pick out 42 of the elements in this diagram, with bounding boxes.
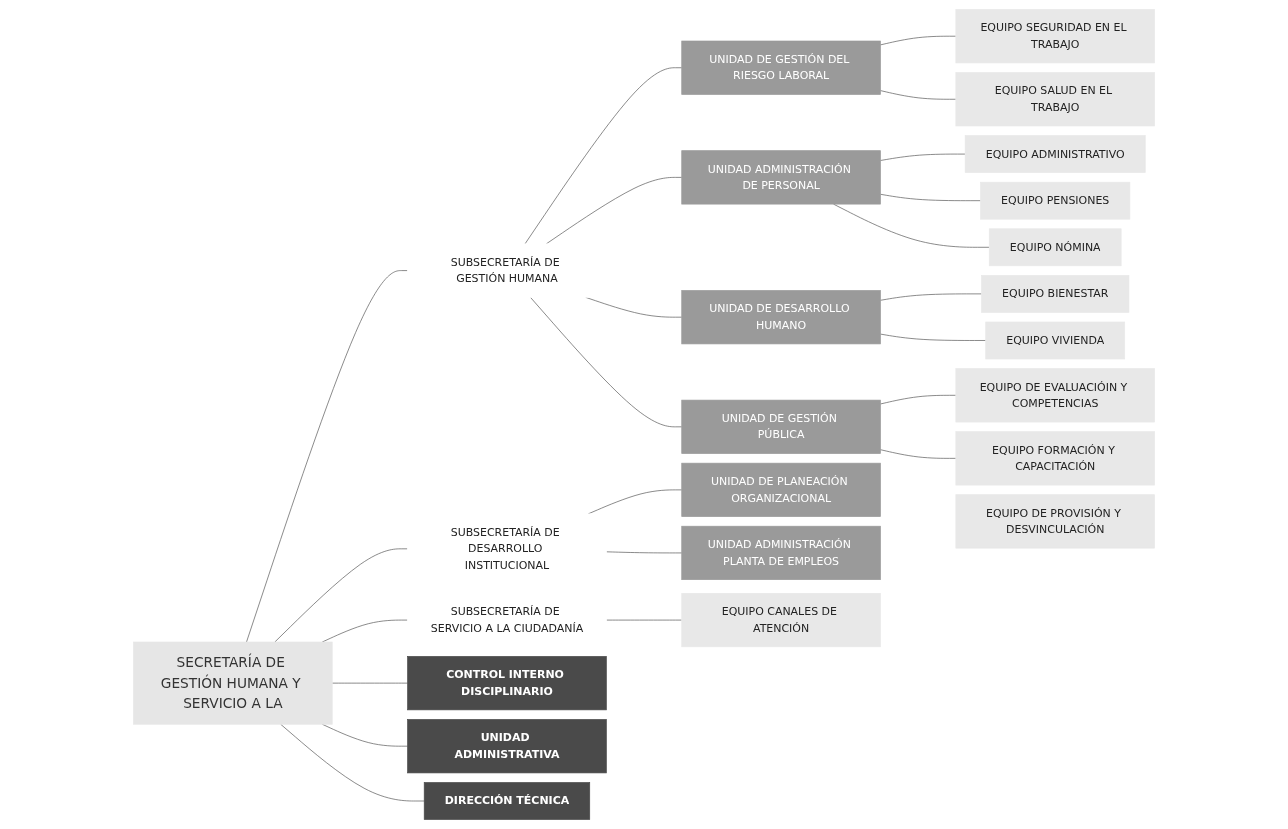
node-box: UNIDAD DE GESTIÓN DEL RIESGO LABORAL: [681, 40, 881, 95]
connector: [880, 90, 957, 100]
node-box: DIRECCIÓN TÉCNICA: [423, 782, 591, 820]
connector: [880, 193, 981, 202]
node-box: UNIDAD DE GESTIÓN PÚBLICA: [681, 399, 881, 454]
node-box: EQUIPO BIENESTAR: [981, 275, 1130, 313]
node-box: UNIDAD ADMINISTRACIÓN DE PERSONAL: [681, 150, 881, 205]
node-box: EQUIPO DE EVALUACIÓIN Y COMPETENCIAS: [955, 368, 1155, 423]
node-box: UNIDAD ADMINISTRATIVA: [407, 719, 607, 774]
node-box: EQUIPO NÓMINA: [988, 228, 1122, 267]
node-box: UNIDAD DE DESARROLLO HUMANO: [681, 290, 881, 345]
node-box: EQUIPO SALUD EN EL TRABAJO: [955, 72, 1155, 127]
node-text: SUBSECRETARÍA DE GESTIÓN HUMANA: [450, 255, 560, 285]
connector: [280, 723, 425, 802]
connector: [321, 619, 408, 643]
connector: [530, 296, 683, 428]
connector: [524, 67, 683, 245]
connector: [605, 551, 683, 554]
connector: [545, 177, 683, 245]
node-box: EQUIPO ADMINISTRATIVO: [964, 135, 1146, 173]
connector: [331, 682, 408, 684]
connector: [880, 153, 966, 161]
node-box: EQUIPO FORMACIÓN Y CAPACITACIÓN: [955, 431, 1155, 486]
connector: [880, 394, 957, 405]
node-box: EQUIPO SEGURIDAD EN EL TRABAJO: [955, 9, 1155, 64]
connector: [880, 449, 957, 459]
node-box: SECRETARÍA DE GESTIÓN HUMANA Y SERVICIO A LA: [133, 641, 333, 725]
connector: [880, 293, 982, 301]
connector: [274, 548, 408, 643]
node-text: SUBSECRETARÍA DE SERVICIO A LA CIUDADANÍA: [430, 605, 584, 635]
node-box: EQUIPO VIVIENDA: [985, 321, 1126, 360]
node-box: EQUIPO PENSIONES: [980, 181, 1131, 220]
connector: [246, 270, 408, 643]
node-box: CONTROL INTERNO DISCIPLINARIO: [407, 656, 607, 711]
node-box: EQUIPO CANALES DE ATENCIÓN: [681, 593, 881, 648]
node-box: UNIDAD ADMINISTRACIÓN PLANTA DE EMPLEOS: [681, 525, 881, 580]
connector: [880, 35, 957, 46]
connector: [880, 333, 986, 341]
node-text: SUBSECRETARÍA DE DESARROLLO INSTITUCIONAL: [450, 525, 560, 572]
node-box: EQUIPO DE PROVISIÓN Y DESVINCULACIÓN: [955, 494, 1155, 549]
connector: [833, 203, 990, 248]
node-box: UNIDAD DE PLANEACIÓN ORGANIZACIONAL: [681, 462, 881, 517]
